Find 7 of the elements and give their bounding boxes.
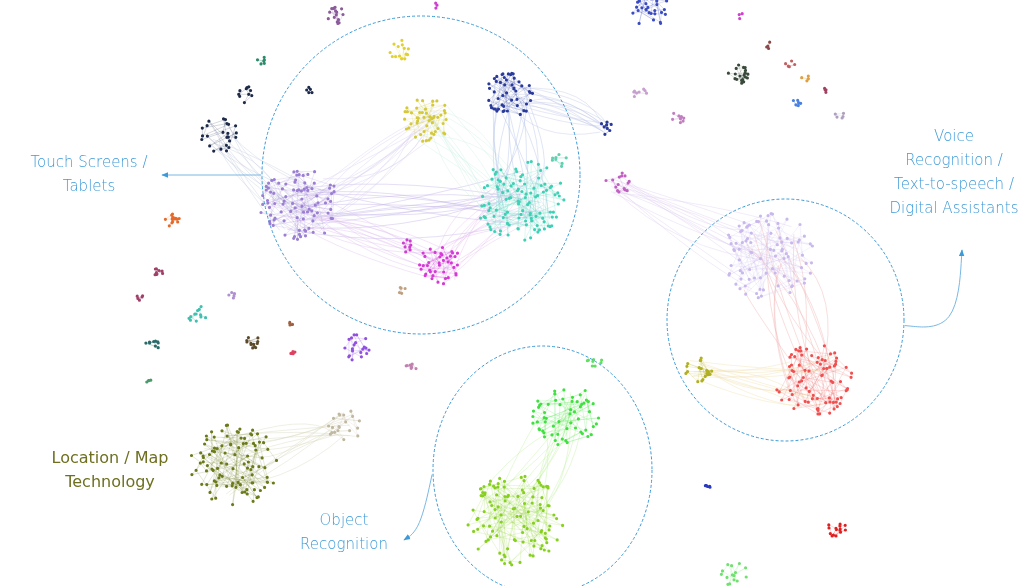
cluster-label: Voice Recognition / Text-to-speech / Digital Assistants: [888, 126, 1020, 219]
leader-arrow: [403, 474, 433, 541]
cluster-label: Location / Map Technology: [50, 447, 170, 493]
cluster-label: Touch Screens / Tablets: [29, 152, 149, 197]
cluster-label: Object Recognition: [299, 510, 389, 555]
leader-arrow: [904, 249, 965, 328]
leader-arrow: [161, 172, 262, 178]
